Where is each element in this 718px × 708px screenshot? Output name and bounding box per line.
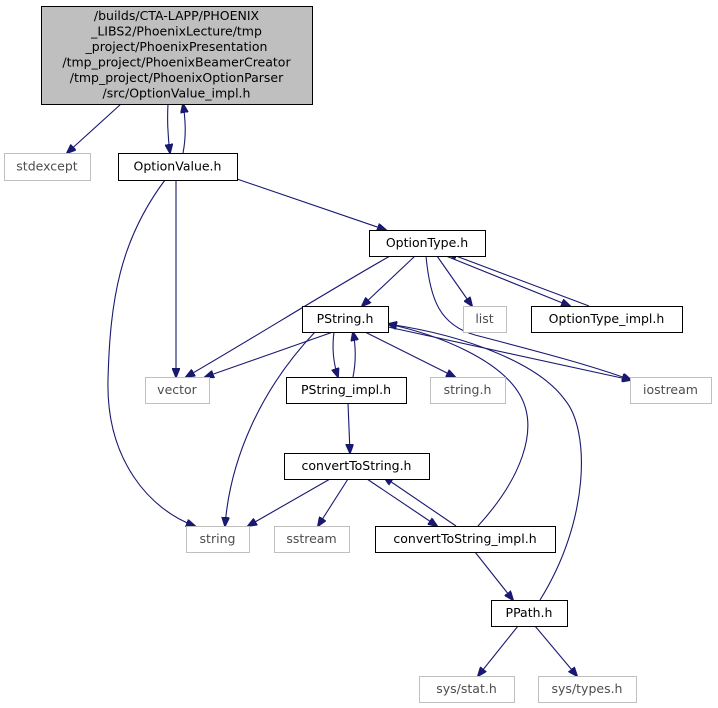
node-stdexcept: stdexcept: [4, 153, 91, 181]
edge-pstring-to-vector: [205, 331, 334, 377]
node-label: PPath.h: [506, 605, 553, 620]
node-ppath[interactable]: PPath.h: [491, 600, 568, 627]
node-label: /tmp_project/PhoenixBeamerCreator: [62, 55, 291, 70]
node-box: [4, 153, 91, 181]
node-label: /tmp_project/PhoenixOptionParser: [70, 70, 284, 85]
node-label: sys/types.h: [552, 681, 623, 696]
node-pstring[interactable]: PString.h: [302, 306, 389, 333]
node-box: [369, 230, 486, 257]
node-string-h: string.h: [430, 377, 506, 404]
node-iostream: iostream: [630, 377, 712, 404]
edge-converttostring-to-sstream: [318, 478, 349, 526]
node-pstring-impl[interactable]: PString_impl.h: [286, 377, 407, 404]
edges-layer: [67, 104, 631, 676]
node-box: [491, 600, 568, 627]
edge-root-to-optionvalue: [168, 103, 170, 153]
node-label: OptionValue.h: [134, 158, 222, 173]
edge-pstring-to-pstring-impl: [333, 331, 338, 377]
edge-ppath-to-pstring: [388, 324, 582, 601]
node-box: [630, 377, 712, 404]
node-box: [538, 676, 637, 703]
edge-root-to-stdexcept: [67, 103, 122, 153]
edge-optiontype-to-iostream: [425, 255, 631, 380]
node-label: iostream: [643, 382, 698, 397]
node-box: [531, 306, 683, 333]
node-optiontype[interactable]: OptionType.h: [369, 230, 486, 257]
node-label: PString_impl.h: [301, 382, 391, 397]
node-vector: vector: [145, 377, 210, 404]
edge-optiontype-to-list: [436, 255, 472, 306]
node-box: [145, 377, 210, 404]
edge-ppath-to-sys-types: [534, 625, 577, 676]
edge-converttostring-to-converttostring-impl: [366, 478, 437, 526]
node-box: [118, 153, 238, 181]
node-converttostring[interactable]: convertToString.h: [284, 453, 430, 480]
edge-optiontype-to-pstring: [362, 255, 416, 306]
edge-pstring-to-string-h: [364, 331, 455, 377]
edge-optiontype-impl-to-optiontype: [448, 253, 590, 307]
node-label: convertToString.h: [302, 458, 412, 473]
node-label: _project/PhoenixPresentation: [85, 39, 268, 54]
edge-converttostring-to-string: [248, 478, 331, 526]
edge-optionvalue-to-root: [183, 104, 185, 154]
node-box: [286, 377, 407, 404]
edge-converttostring-impl-to-converttostring: [384, 477, 457, 527]
node-label: string: [200, 531, 236, 546]
edge-optiontype-to-vector: [186, 255, 391, 377]
edge-converttostring-impl-to-pstring: [388, 324, 529, 527]
node-sys-stat: sys/stat.h: [419, 676, 515, 703]
node-box: [430, 377, 506, 404]
node-label: sstream: [286, 531, 336, 546]
edge-pstring-impl-to-pstring: [353, 332, 355, 378]
node-box: [41, 6, 313, 105]
node-optionvalue[interactable]: OptionValue.h: [118, 153, 238, 181]
nodes-layer: /builds/CTA-LAPP/PHOENIX_LIBS2/PhoenixLe…: [4, 6, 712, 703]
edge-pstring-to-iostream: [387, 326, 631, 380]
node-converttostring-impl[interactable]: convertToString_impl.h: [375, 526, 556, 553]
node-label: list: [475, 311, 493, 326]
edge-pstring-impl-to-converttostring: [348, 402, 350, 453]
node-box: [463, 306, 507, 333]
node-box: [419, 676, 515, 703]
node-sys-types: sys/types.h: [538, 676, 637, 703]
edge-converttostring-impl-to-ppath: [474, 551, 513, 600]
node-label: PString.h: [317, 311, 374, 326]
node-optiontype-impl[interactable]: OptionType_impl.h: [531, 306, 683, 333]
edge-ppath-to-sys-stat: [478, 625, 519, 676]
node-label: /src/OptionValue_impl.h: [103, 86, 251, 101]
node-sstream: sstream: [274, 526, 350, 553]
node-root[interactable]: /builds/CTA-LAPP/PHOENIX_LIBS2/PhoenixLe…: [41, 6, 313, 105]
node-label: vector: [157, 382, 198, 397]
node-label: stdexcept: [16, 158, 77, 173]
node-label: string.h: [444, 382, 492, 397]
node-box: [274, 526, 350, 553]
node-label: convertToString_impl.h: [393, 531, 536, 546]
node-box: [186, 526, 250, 553]
node-label: _LIBS2/PhoenixLecture/tmp: [90, 24, 262, 39]
node-list: list: [463, 306, 507, 333]
edge-optionvalue-to-string: [107, 179, 195, 526]
node-label: OptionType_impl.h: [549, 311, 665, 326]
node-box: [284, 453, 430, 480]
node-label: sys/stat.h: [436, 681, 497, 696]
edge-optionvalue-to-optiontype: [236, 178, 386, 230]
node-label: /builds/CTA-LAPP/PHOENIX: [94, 8, 260, 23]
node-box: [302, 306, 389, 333]
node-string: string: [186, 526, 250, 553]
node-label: OptionType.h: [386, 235, 468, 250]
node-box: [375, 526, 556, 553]
edge-pstring-to-string: [225, 331, 316, 526]
edge-optiontype-to-optiontype-impl: [445, 255, 570, 306]
